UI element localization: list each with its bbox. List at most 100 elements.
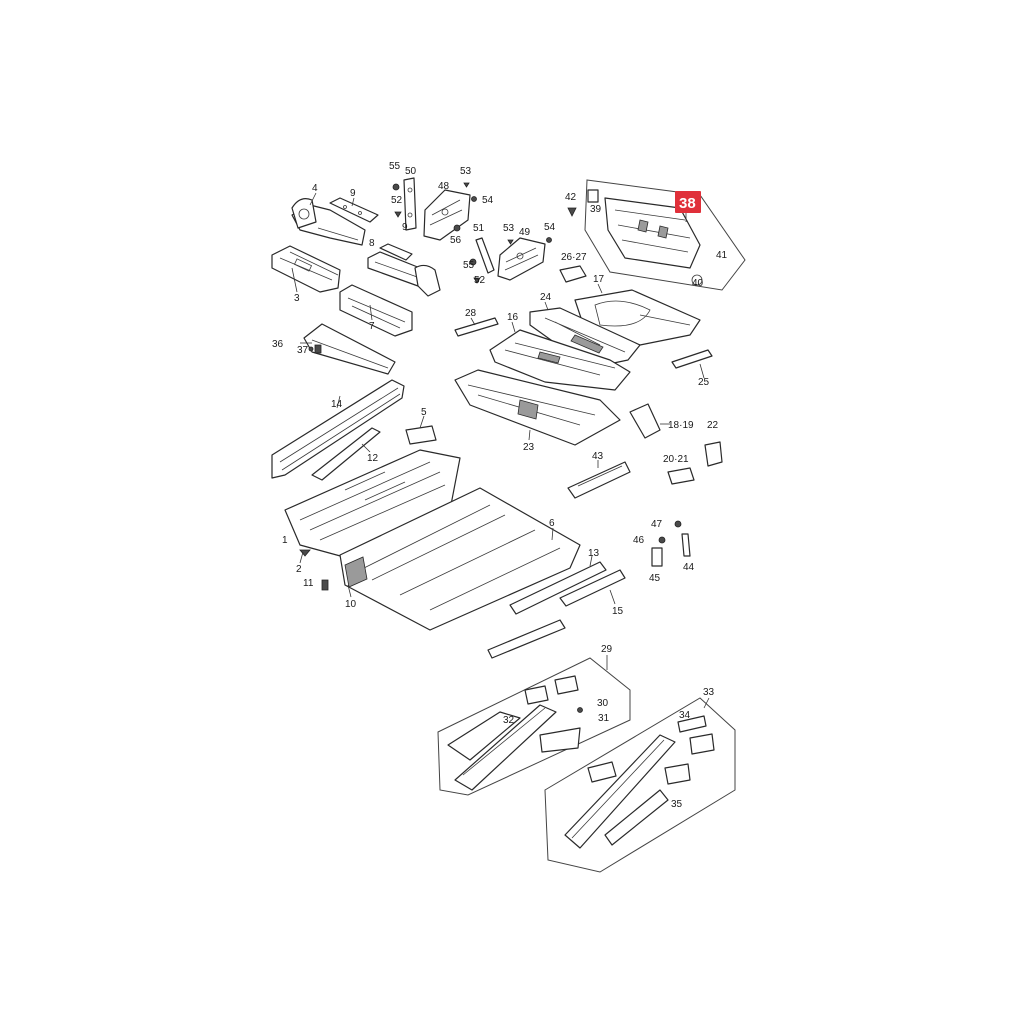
part-26-27-bracket[interactable] bbox=[559, 265, 587, 283]
callout-17[interactable]: 17 bbox=[593, 274, 605, 285]
part-56-nut[interactable] bbox=[453, 224, 461, 232]
callout-44[interactable]: 44 bbox=[683, 562, 695, 573]
part-14-rail[interactable] bbox=[271, 379, 405, 479]
part-2-clip[interactable] bbox=[299, 549, 311, 557]
part-13-rail[interactable] bbox=[509, 561, 607, 615]
callout-32[interactable]: 32 bbox=[503, 715, 515, 726]
part-20-21-bracket[interactable] bbox=[667, 467, 695, 485]
callout-13[interactable]: 13 bbox=[588, 548, 600, 559]
part-44-stay[interactable] bbox=[681, 533, 691, 557]
callout-30[interactable]: 30 bbox=[597, 698, 609, 709]
part-3-rail[interactable] bbox=[271, 245, 341, 293]
callout-36[interactable]: 36 bbox=[272, 339, 284, 350]
part-28-bar[interactable] bbox=[454, 317, 499, 337]
callout-39[interactable]: 39 bbox=[590, 204, 602, 215]
callout-2[interactable]: 2 bbox=[296, 564, 302, 575]
part-42-bolt[interactable] bbox=[567, 207, 577, 217]
part-52-bolt-a[interactable] bbox=[394, 211, 402, 218]
callout-1[interactable]: 1 bbox=[282, 535, 288, 546]
part-55-nut-a[interactable] bbox=[392, 183, 400, 191]
callout-29[interactable]: 29 bbox=[601, 644, 613, 655]
part-33-assembly-box[interactable] bbox=[544, 697, 736, 873]
callout-12[interactable]: 12 bbox=[367, 453, 379, 464]
part-23-panel[interactable] bbox=[454, 369, 621, 446]
part-45-bracket[interactable] bbox=[651, 547, 663, 567]
callout-35[interactable]: 35 bbox=[671, 799, 683, 810]
callout-37[interactable]: 37 bbox=[297, 345, 309, 356]
part-18-19-bracket[interactable] bbox=[629, 403, 661, 439]
part-43-crossbar[interactable] bbox=[567, 461, 631, 499]
part-16-panel[interactable] bbox=[489, 329, 631, 391]
callout-46[interactable]: 46 bbox=[633, 535, 645, 546]
callout-4[interactable]: 4 bbox=[312, 183, 318, 194]
part-55-nut-b[interactable] bbox=[469, 258, 477, 266]
highlight-badge-38[interactable]: 38 bbox=[675, 191, 701, 213]
callout-51[interactable]: 51 bbox=[473, 223, 485, 234]
callout-25[interactable]: 25 bbox=[698, 377, 710, 388]
callout-56[interactable]: 56 bbox=[450, 235, 462, 246]
part-54-bolt-b[interactable] bbox=[546, 237, 552, 243]
callout-18-19[interactable]: 18·19 bbox=[668, 420, 694, 431]
part-38-rear-panel-box[interactable] bbox=[584, 179, 746, 291]
callout-28[interactable]: 28 bbox=[465, 308, 477, 319]
part-46-nut[interactable] bbox=[658, 536, 666, 544]
part-22-bracket[interactable] bbox=[704, 441, 723, 467]
part-36-crossmember[interactable] bbox=[303, 323, 396, 375]
part-39-clip[interactable] bbox=[587, 189, 599, 203]
callout-54-a[interactable]: 54 bbox=[482, 195, 494, 206]
callout-9-a[interactable]: 9 bbox=[350, 188, 356, 199]
callout-20-21[interactable]: 20·21 bbox=[663, 454, 689, 465]
callout-52-a[interactable]: 52 bbox=[391, 195, 403, 206]
callout-45[interactable]: 45 bbox=[649, 573, 661, 584]
callout-52-b[interactable]: 52 bbox=[474, 275, 486, 286]
callout-7[interactable]: 7 bbox=[369, 321, 375, 332]
part-4-bracket[interactable] bbox=[291, 198, 366, 246]
callout-50[interactable]: 50 bbox=[405, 166, 417, 177]
callout-49[interactable]: 49 bbox=[519, 227, 531, 238]
part-25-strip[interactable] bbox=[671, 349, 713, 369]
callout-53-a[interactable]: 53 bbox=[460, 166, 472, 177]
callout-14[interactable]: 14 bbox=[331, 399, 343, 410]
part-53-bolt-b[interactable] bbox=[507, 239, 514, 245]
part-7-member[interactable] bbox=[339, 284, 413, 337]
callout-9-b[interactable]: 9 bbox=[402, 222, 408, 233]
part-24-panel[interactable] bbox=[529, 307, 641, 369]
callout-31[interactable]: 31 bbox=[598, 713, 610, 724]
part-12-rail[interactable] bbox=[311, 427, 381, 481]
part-15-brace[interactable] bbox=[559, 569, 626, 607]
callout-53-b[interactable]: 53 bbox=[503, 223, 515, 234]
callout-23[interactable]: 23 bbox=[523, 442, 535, 453]
part-37-clip[interactable] bbox=[308, 346, 314, 352]
part-49-bracket[interactable] bbox=[497, 237, 546, 281]
callout-47[interactable]: 47 bbox=[651, 519, 663, 530]
part-29-assembly-box[interactable] bbox=[437, 657, 631, 796]
callout-11[interactable]: 11 bbox=[303, 578, 314, 589]
part-50-plate[interactable] bbox=[403, 177, 417, 231]
part-47-bolt[interactable] bbox=[674, 520, 682, 528]
callout-41[interactable]: 41 bbox=[716, 250, 728, 261]
callout-42[interactable]: 42 bbox=[565, 192, 577, 203]
callout-48[interactable]: 48 bbox=[438, 181, 450, 192]
part-5-bracket[interactable] bbox=[405, 425, 437, 445]
callout-54-b[interactable]: 54 bbox=[544, 222, 556, 233]
part-side-rail-lower[interactable] bbox=[487, 619, 566, 659]
callout-6[interactable]: 6 bbox=[549, 518, 555, 529]
part-9-strip-upper[interactable] bbox=[329, 197, 379, 223]
callout-10[interactable]: 10 bbox=[345, 599, 357, 610]
callout-8[interactable]: 8 bbox=[369, 238, 375, 249]
callout-55-a[interactable]: 55 bbox=[389, 161, 401, 172]
callout-15[interactable]: 15 bbox=[612, 606, 624, 617]
part-54-bolt-a[interactable] bbox=[471, 196, 477, 202]
callout-34[interactable]: 34 bbox=[679, 710, 691, 721]
callout-22[interactable]: 22 bbox=[707, 420, 719, 431]
part-53-bolt-a[interactable] bbox=[463, 182, 470, 188]
callout-24[interactable]: 24 bbox=[540, 292, 552, 303]
part-9-strip-lower[interactable] bbox=[379, 243, 413, 261]
callout-40[interactable]: 40 bbox=[692, 278, 704, 289]
callout-3[interactable]: 3 bbox=[294, 293, 300, 304]
part-52-bolt-b[interactable] bbox=[473, 277, 481, 284]
callout-5[interactable]: 5 bbox=[421, 407, 427, 418]
part-51-rod[interactable] bbox=[475, 237, 495, 274]
callout-55-b[interactable]: 55 bbox=[463, 260, 475, 271]
part-8-member[interactable] bbox=[367, 251, 441, 297]
